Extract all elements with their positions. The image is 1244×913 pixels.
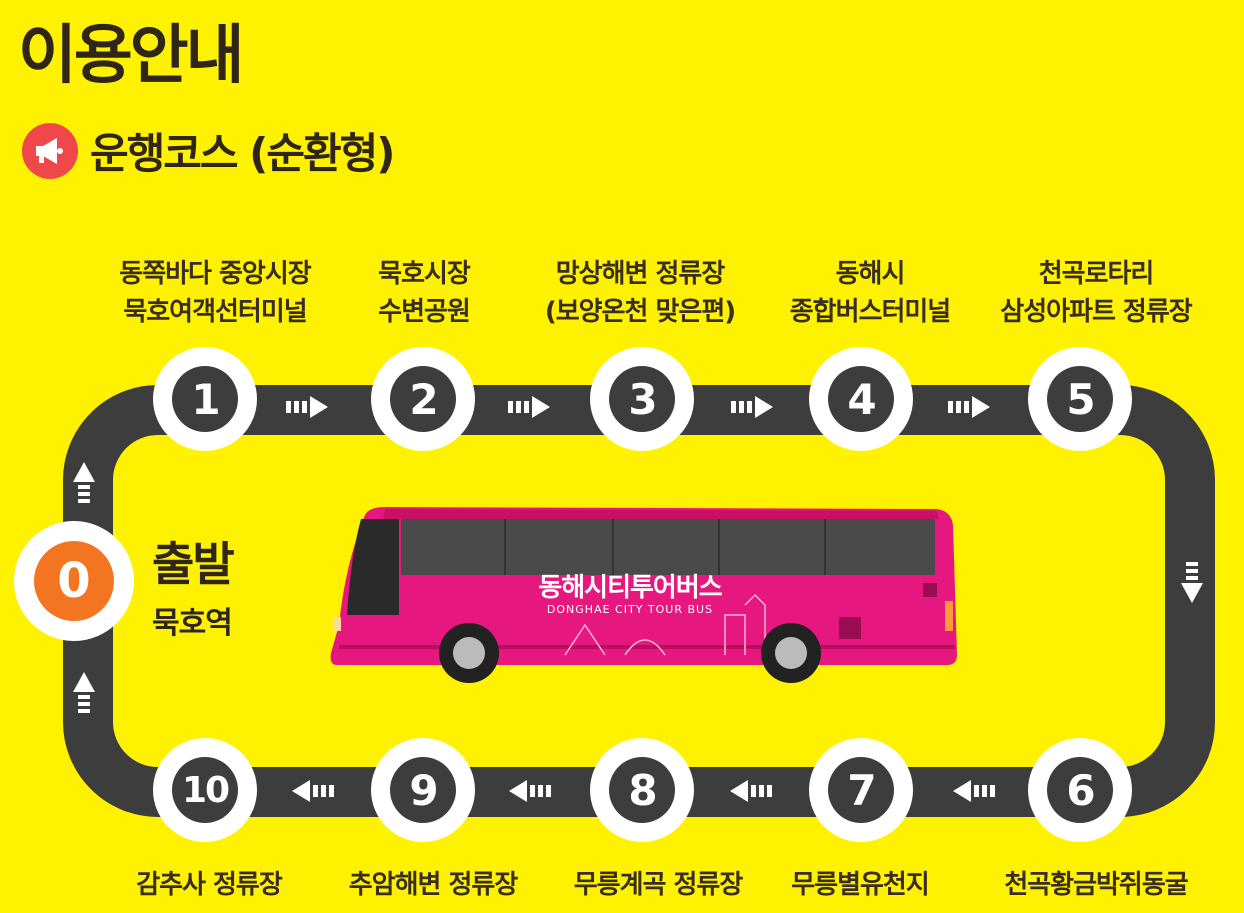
- stop-label-3: 망상해변 정류장 (보양온천 맞은편): [544, 259, 736, 327]
- section-title: 운행코스 (순환형): [90, 129, 395, 178]
- arrow-right-icon: [286, 396, 990, 418]
- stop-marker-5[interactable]: 5: [1028, 347, 1132, 451]
- bus-name-english: DONGHAE CITY TOUR BUS: [546, 603, 714, 616]
- stop-marker-3[interactable]: 3: [590, 347, 694, 451]
- stop-marker-8[interactable]: 8: [590, 738, 694, 842]
- arrow-up-icon: [73, 462, 95, 713]
- stop-label-6: 천곡황금박쥐동굴: [1004, 870, 1188, 900]
- stop-label-1: 동쪽바다 중앙시장 묵호여객선터미널: [119, 259, 311, 327]
- stop-marker-6[interactable]: 6: [1028, 738, 1132, 842]
- stop-label-5: 천곡로타리 삼성아파트 정류장: [1000, 259, 1192, 327]
- tour-bus-illustration: [330, 507, 958, 683]
- stop-marker-2[interactable]: 2: [371, 347, 475, 451]
- megaphone-icon: [22, 122, 78, 179]
- start-label: 출발 묵호역: [152, 537, 235, 641]
- stop-label-8: 무릉계곡 정류장: [573, 870, 744, 900]
- stop-marker-10[interactable]: 10: [153, 738, 257, 842]
- bus-branding: 동해시티투어버스 DONGHAE CITY TOUR BUS: [505, 573, 755, 616]
- stop-marker-7[interactable]: 7: [809, 738, 913, 842]
- arrow-down-icon: [1181, 562, 1203, 603]
- start-marker[interactable]: 0: [14, 521, 134, 641]
- arrow-left-icon: [292, 780, 995, 802]
- stop-label-4: 동해시 종합버스터미널: [789, 259, 951, 327]
- stop-label-2: 묵호시장 수변공원: [378, 259, 471, 327]
- bus-name: 동해시티투어버스: [538, 573, 722, 603]
- stop-marker-9[interactable]: 9: [371, 738, 475, 842]
- stop-label-9: 추암해변 정류장: [348, 870, 519, 900]
- section-heading: 운행코스 (순환형): [22, 120, 395, 181]
- page-title: 이용안내: [18, 19, 245, 93]
- stop-marker-1[interactable]: 1: [153, 347, 257, 451]
- stop-label-10: 감추사 정류장: [136, 870, 283, 900]
- stop-marker-4[interactable]: 4: [809, 347, 913, 451]
- stop-label-7: 무릉별유천지: [791, 870, 930, 900]
